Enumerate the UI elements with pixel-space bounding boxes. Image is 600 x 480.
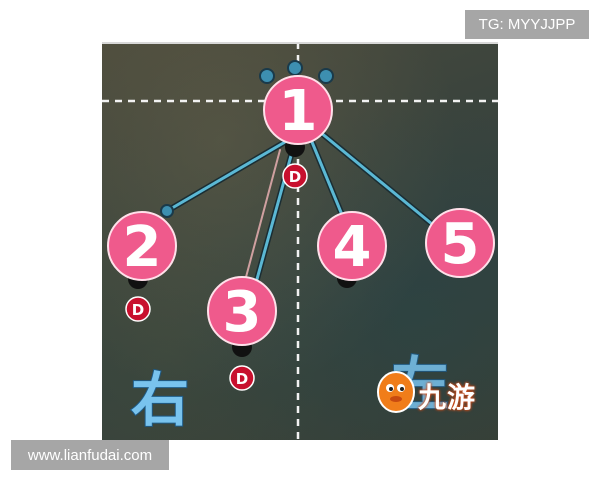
game-board: 1 2 3 4 5 D — [102, 42, 498, 440]
anchor-dot-right — [318, 68, 334, 84]
node-2-d-label: D — [132, 301, 144, 319]
board-canvas: 1 2 3 4 5 D — [102, 42, 498, 440]
connection-links — [164, 129, 435, 293]
node-5: 5 — [425, 208, 495, 278]
node-3-d-marker: D — [229, 365, 255, 391]
bottom-watermark: www.lianfudai.com — [11, 440, 169, 470]
hub-d-marker: D — [282, 163, 308, 189]
node-3-label: 3 — [223, 280, 262, 345]
node-4: 4 — [317, 211, 387, 281]
side-label-right-hand: 右 — [131, 366, 189, 434]
node-3-d-label: D — [236, 370, 248, 388]
node-2-d-marker: D — [125, 296, 151, 322]
hub-d-label: D — [289, 168, 301, 186]
node-1-label: 1 — [279, 79, 318, 144]
node-2-label: 2 — [123, 215, 162, 280]
brand-logo-text: 九游 — [418, 381, 477, 414]
node-1: 1 — [263, 75, 333, 145]
anchor-dot-node-2 — [160, 204, 174, 218]
node-2: 2 — [107, 211, 177, 281]
link-to-node-3-secondary — [241, 149, 281, 293]
node-3: 3 — [207, 276, 277, 346]
node-4-label: 4 — [333, 215, 372, 280]
orange-mascot-icon — [377, 371, 415, 413]
anchor-dot-center — [287, 60, 303, 76]
anchor-dot-left — [259, 68, 275, 84]
node-5-label: 5 — [441, 212, 480, 277]
top-watermark: TG: MYYJJPP — [465, 10, 589, 39]
